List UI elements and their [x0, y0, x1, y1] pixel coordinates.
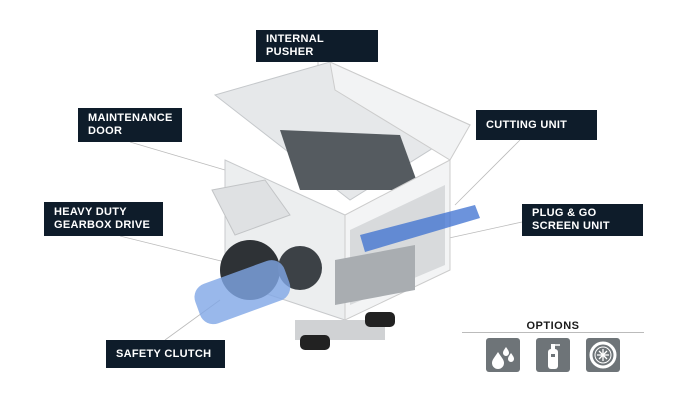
label-cutting-unit: CUTTING UNIT	[476, 110, 597, 140]
water-drops-icon[interactable]	[486, 338, 520, 372]
label-gearbox-drive: HEAVY DUTY GEARBOX DRIVE	[44, 202, 163, 236]
options-divider	[462, 332, 644, 333]
label-safety-clutch: SAFETY CLUTCH	[106, 340, 225, 368]
label-screen-unit: PLUG & GO SCREEN UNIT	[522, 204, 643, 236]
machine-body	[194, 61, 480, 350]
fire-extinguisher-icon[interactable]	[536, 338, 570, 372]
label-maintenance-door: MAINTENANCE DOOR	[78, 108, 182, 142]
label-internal-pusher: INTERNAL PUSHER	[256, 30, 378, 62]
options-title: OPTIONS	[526, 320, 580, 332]
leader-lines	[119, 62, 523, 341]
cooling-wheel-icon[interactable]	[586, 338, 620, 372]
